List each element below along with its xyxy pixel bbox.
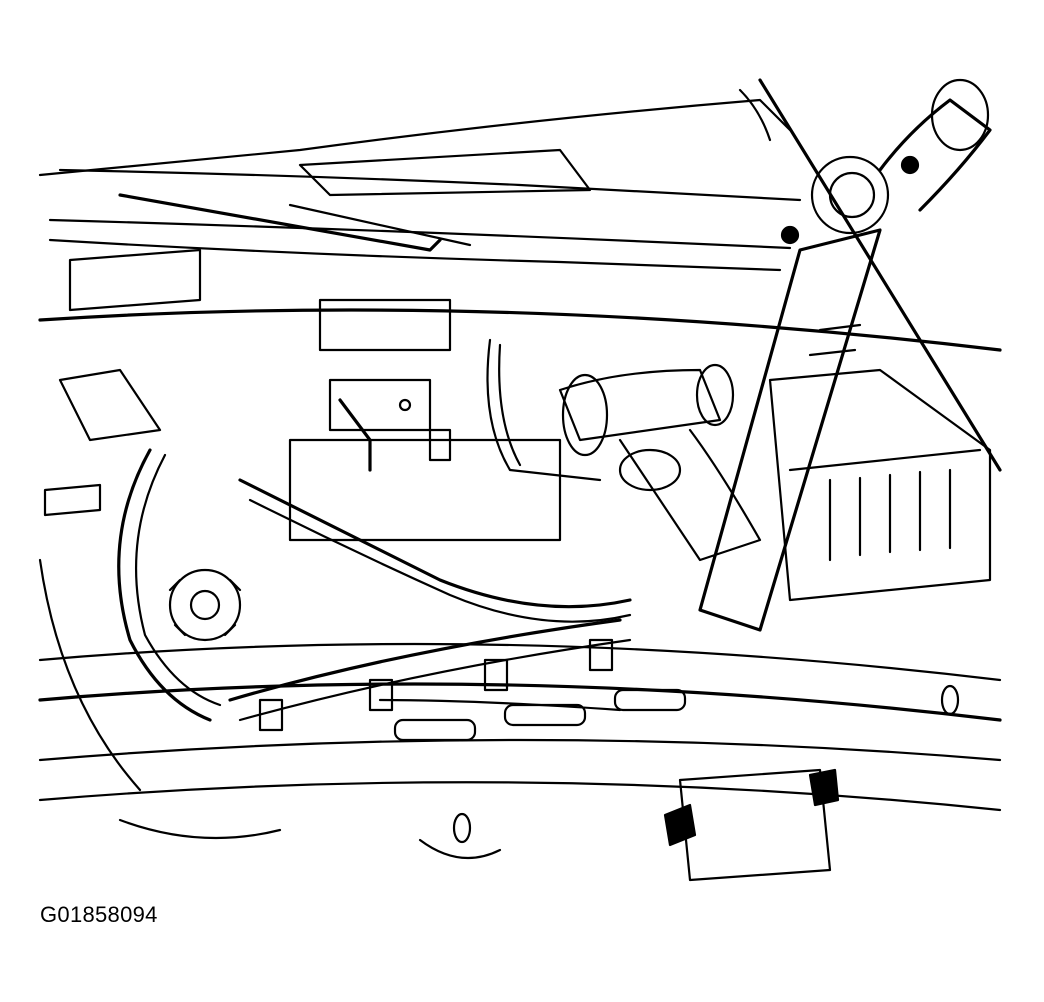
radiator-support xyxy=(38,308,1002,812)
vacuum-hoses xyxy=(117,338,632,722)
mounting-bolts xyxy=(118,684,960,882)
hood-and-cowl xyxy=(38,78,1002,472)
oil-filler-cap xyxy=(168,568,242,642)
air-cleaner-box xyxy=(768,368,992,602)
wiper-blade xyxy=(118,148,592,252)
figure-code-label: G01858094 xyxy=(40,902,158,927)
spark-plug-wires xyxy=(228,618,687,742)
strut-brace xyxy=(698,78,992,632)
intake-manifold xyxy=(288,298,562,542)
air-intake-hose xyxy=(558,363,762,562)
fender-components xyxy=(38,248,202,792)
